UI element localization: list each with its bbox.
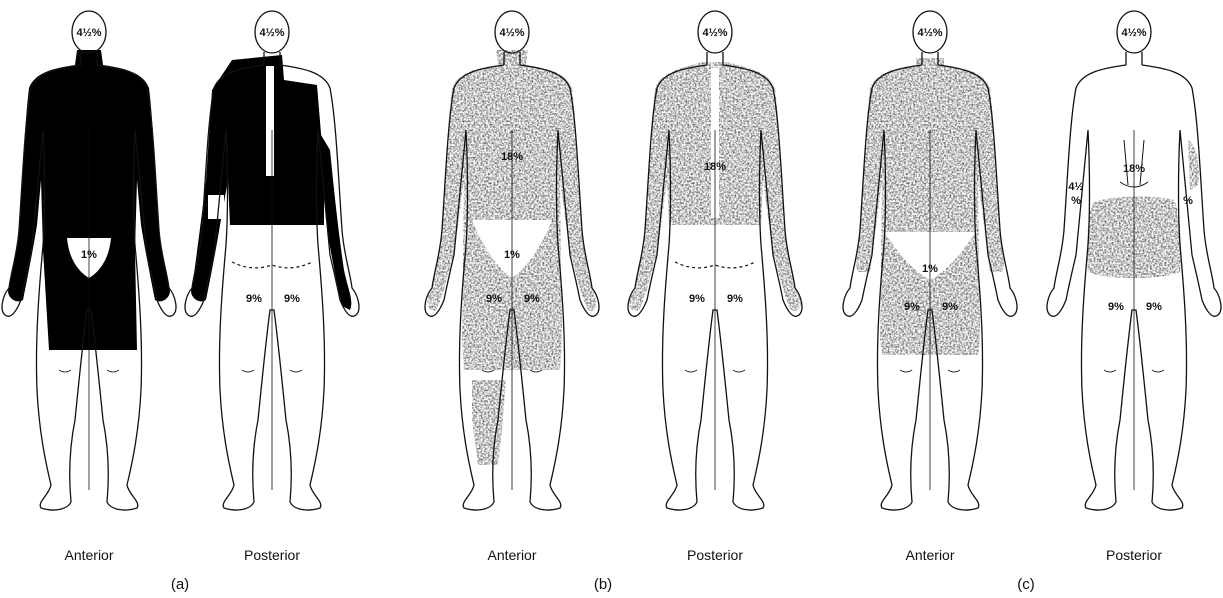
label-trunk: 18%	[704, 161, 726, 173]
label-perineum: 1%	[504, 249, 520, 261]
label-left-thigh: 9%	[904, 301, 920, 313]
view-label: Posterior	[687, 547, 743, 563]
label-right-thigh: 9%	[942, 301, 958, 313]
label-left-thigh: 9%	[486, 293, 502, 305]
label-right-arm: %	[1183, 195, 1193, 207]
label-head: 4½%	[259, 27, 284, 39]
view-label: Anterior	[64, 547, 113, 563]
body-posterior-b: 4½% 18% 9% 9% Posterior	[628, 11, 802, 563]
figure-label: (b)	[594, 576, 612, 593]
figure-a: 4½% 1% Anterior 4½% 9% 9% Posterior (a)	[2, 11, 359, 593]
body-anterior-b: 4½% 18% 1% 9% 9% Anterior	[425, 11, 599, 563]
label-left-arm-top: 4½	[1068, 181, 1083, 193]
body-outline	[1047, 11, 1221, 510]
label-head: 4½%	[499, 27, 524, 39]
body-anterior-a: 4½% 1% Anterior	[2, 11, 176, 563]
label-head: 4½%	[1121, 27, 1146, 39]
label-right-thigh: 9%	[284, 293, 300, 305]
label-right-thigh: 9%	[524, 293, 540, 305]
label-head: 4½%	[917, 27, 942, 39]
figure-label: (a)	[171, 576, 189, 593]
spared-strip	[266, 66, 274, 176]
label-perineum: 1%	[81, 249, 97, 261]
body-posterior-a: 4½% 9% 9% Posterior	[185, 11, 359, 563]
label-head: 4½%	[702, 27, 727, 39]
view-label: Posterior	[244, 547, 300, 563]
body-anterior-c: 4½% 1% 9% 9% Anterior	[843, 11, 1017, 563]
label-left-thigh: 9%	[1108, 301, 1124, 313]
label-right-thigh: 9%	[727, 293, 743, 305]
body-posterior-c: 4½% 18% 4½ % % 9% 9% Posterior	[1047, 11, 1221, 563]
figure-c: 4½% 1% 9% 9% Anterior 4½% 18% 4½ % % 9% …	[843, 11, 1221, 593]
view-label: Posterior	[1106, 547, 1162, 563]
burn-region	[191, 55, 324, 301]
label-trunk: 18%	[501, 151, 523, 163]
label-left-thigh: 9%	[689, 293, 705, 305]
label-left-thigh: 9%	[246, 293, 262, 305]
label-left-arm-bottom: %	[1071, 195, 1081, 207]
view-label: Anterior	[905, 547, 954, 563]
figure-b: 4½% 18% 1% 9% 9% Anterior 4½% 18% 9% 9% …	[425, 11, 802, 593]
label-right-thigh: 9%	[1146, 301, 1162, 313]
label-head: 4½%	[76, 27, 101, 39]
figure-label: (c)	[1017, 576, 1035, 593]
label-trunk: 18%	[1123, 163, 1145, 175]
burn-region	[1087, 140, 1198, 278]
view-label: Anterior	[487, 547, 536, 563]
label-perineum: 1%	[922, 263, 938, 275]
spared-patch	[208, 195, 224, 219]
